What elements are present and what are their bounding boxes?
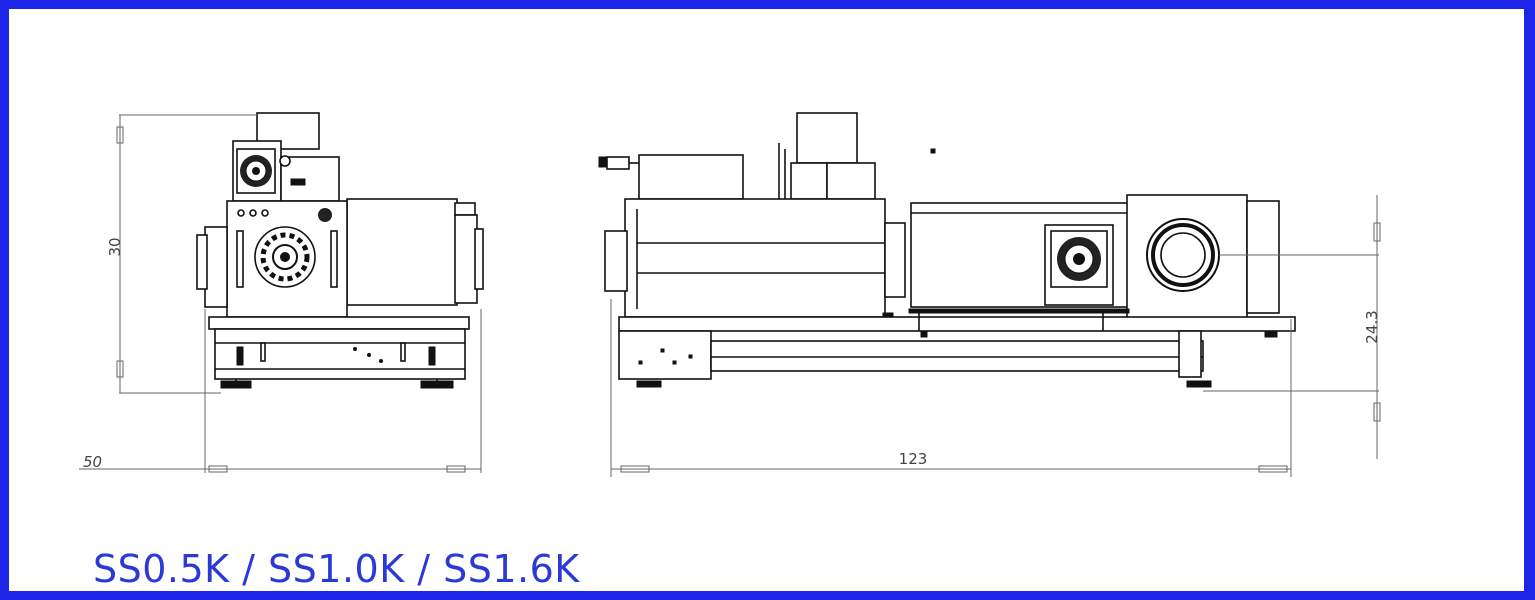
front-view <box>598 112 1296 388</box>
model-title: SS0.5K / SS1.0K / SS1.6K <box>93 547 580 591</box>
front-height-label: 24.3 <box>1363 310 1381 343</box>
side-offset-label: 50 <box>83 453 102 471</box>
side-height-label: 30 <box>106 237 124 256</box>
front-dimensions: 123 24.3 <box>610 195 1381 477</box>
fan-icon <box>236 148 276 194</box>
viewport-icon <box>1146 218 1220 292</box>
side-view <box>196 112 484 389</box>
drawing-frame: 30 50 <box>9 9 1524 591</box>
flange-icon <box>254 226 316 288</box>
fan-icon <box>1044 224 1114 306</box>
front-length-label: 123 <box>899 450 928 468</box>
technical-drawing: 30 50 <box>79 112 1381 477</box>
side-dimensions: 30 50 <box>79 114 482 473</box>
